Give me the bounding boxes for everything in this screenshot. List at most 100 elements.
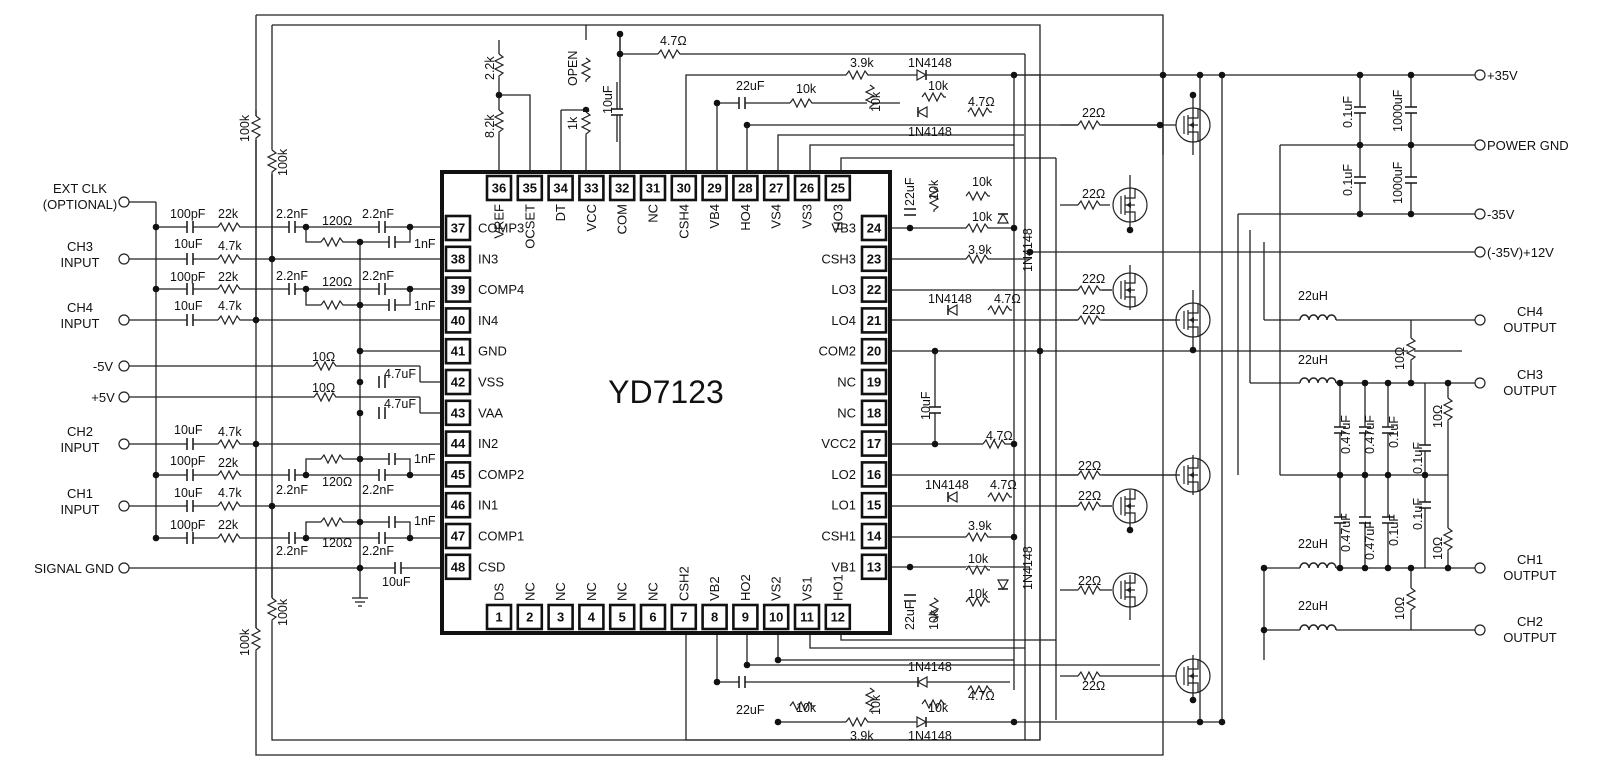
label-1n4148-lo2: 1N4148 <box>925 478 969 492</box>
pin-number: 7 <box>680 610 687 625</box>
junction-dot <box>1196 718 1204 726</box>
resistor <box>1077 284 1102 296</box>
label-22-d: 22Ω <box>1082 303 1105 317</box>
pin-name: NC <box>646 204 661 223</box>
capacitor <box>611 108 623 116</box>
resistor <box>967 106 992 118</box>
ground-symbol <box>352 597 368 607</box>
capacitor <box>1334 426 1346 434</box>
pin-number: 42 <box>451 375 465 390</box>
junction-dot <box>268 255 276 263</box>
right-connectors: +35V POWER GND -35V (-35V)+12V CH4 OUTPU… <box>1474 68 1569 645</box>
capacitor <box>394 562 402 574</box>
ch2-input-terminal[interactable] <box>118 438 130 450</box>
ch4-input-terminal[interactable] <box>118 314 130 326</box>
pin-name: CSH4 <box>676 204 691 239</box>
label-1n4148-top-b: 1N4148 <box>908 125 952 139</box>
pin-number: 30 <box>677 181 691 196</box>
pin-number: 6 <box>649 610 656 625</box>
resistor <box>967 684 992 696</box>
ch1-input-terminal[interactable] <box>118 500 130 512</box>
label-22uh-ch1: 22uH <box>1298 537 1328 551</box>
resistor <box>250 115 262 140</box>
resistor <box>1405 587 1417 612</box>
pin-number: 38 <box>451 251 465 266</box>
label-0u1-b: 0.1uF <box>1341 164 1355 196</box>
capacitor <box>1405 176 1417 184</box>
capacitor <box>388 453 396 465</box>
junction-dot <box>1126 526 1134 534</box>
junction-dot <box>1356 210 1364 218</box>
diode <box>996 212 1010 224</box>
ext-clk-terminal[interactable] <box>118 196 130 208</box>
mosfet <box>1112 272 1148 308</box>
pin-box <box>824 603 852 631</box>
label-100k-c: 100k <box>276 598 290 626</box>
pin-box <box>860 214 888 242</box>
junction-dot <box>931 440 939 448</box>
ch2-output-terminal[interactable] <box>1474 624 1486 636</box>
ch3-input-terminal[interactable] <box>118 253 130 265</box>
pin-box <box>516 603 544 631</box>
label-10uf-ch4: 10uF <box>174 299 203 313</box>
label-4r7-bot: 4.7Ω <box>968 689 995 703</box>
pin-box <box>608 174 636 202</box>
resistor <box>1442 397 1454 422</box>
junction-dot <box>1189 346 1197 354</box>
junction-dot <box>1356 141 1364 149</box>
pin-name: DS <box>492 583 507 601</box>
pin-number: 25 <box>831 181 845 196</box>
pin-number: 13 <box>867 559 881 574</box>
label-2n2-f: 2.2nF <box>362 483 394 497</box>
junction-dot <box>356 564 364 572</box>
pin-name: COMP1 <box>478 529 524 544</box>
pin-name: NC <box>837 375 856 390</box>
label-10uf-vcc2: 10uF <box>919 391 933 420</box>
pin-name: LO2 <box>831 467 856 482</box>
label-100k-a: 100k <box>238 114 252 142</box>
pin-box <box>860 491 888 519</box>
junction-dot <box>252 440 260 448</box>
junction-dot <box>406 534 414 542</box>
label-10r-b: 10Ω <box>1431 537 1445 560</box>
label-10r-ch3: 10Ω <box>1393 347 1407 370</box>
power-gnd-terminal[interactable] <box>1474 139 1486 151</box>
pin-box <box>860 337 888 365</box>
label-22-f: 22Ω <box>1078 489 1101 503</box>
label-10uf-csd: 10uF <box>382 575 411 589</box>
label-4r7-top: 4.7Ω <box>660 34 687 48</box>
ch3-output-terminal[interactable] <box>1474 377 1486 389</box>
pin-number: 32 <box>615 181 629 196</box>
capacitor <box>388 236 396 248</box>
m5v-terminal[interactable] <box>118 360 130 372</box>
ch3-input-label: CH3 <box>67 239 93 254</box>
power-gnd-label: POWER GND <box>1487 138 1569 153</box>
pin-box <box>444 214 472 242</box>
ch3-output-label-2: OUTPUT <box>1503 383 1557 398</box>
pin-48: 48 CSD <box>444 553 505 581</box>
junction-dot <box>152 223 160 231</box>
label-120-d: 120Ω <box>322 536 352 550</box>
capacitor <box>186 314 194 326</box>
label-2n2-h: 2.2nF <box>362 544 394 558</box>
m35v-terminal[interactable] <box>1474 208 1486 220</box>
pin-number: 48 <box>451 559 465 574</box>
label-3k9-bot: 3.9k <box>850 729 874 743</box>
pin-name: HO4 <box>738 204 753 231</box>
p35v-terminal[interactable] <box>1474 69 1486 81</box>
ch4-output-terminal[interactable] <box>1474 314 1486 326</box>
signal-gnd-terminal[interactable] <box>118 562 130 574</box>
p12v-terminal[interactable] <box>1474 246 1486 258</box>
pin-name: IN2 <box>478 436 498 451</box>
pin-box <box>793 603 821 631</box>
label-2n2-c: 2.2nF <box>276 269 308 283</box>
ch1-output-terminal[interactable] <box>1474 562 1486 574</box>
p5v-terminal[interactable] <box>118 391 130 403</box>
label-10k-r-c: 10k <box>968 552 989 566</box>
resistor <box>266 149 278 174</box>
pin-name: CSD <box>478 559 505 574</box>
resistor <box>320 453 345 465</box>
